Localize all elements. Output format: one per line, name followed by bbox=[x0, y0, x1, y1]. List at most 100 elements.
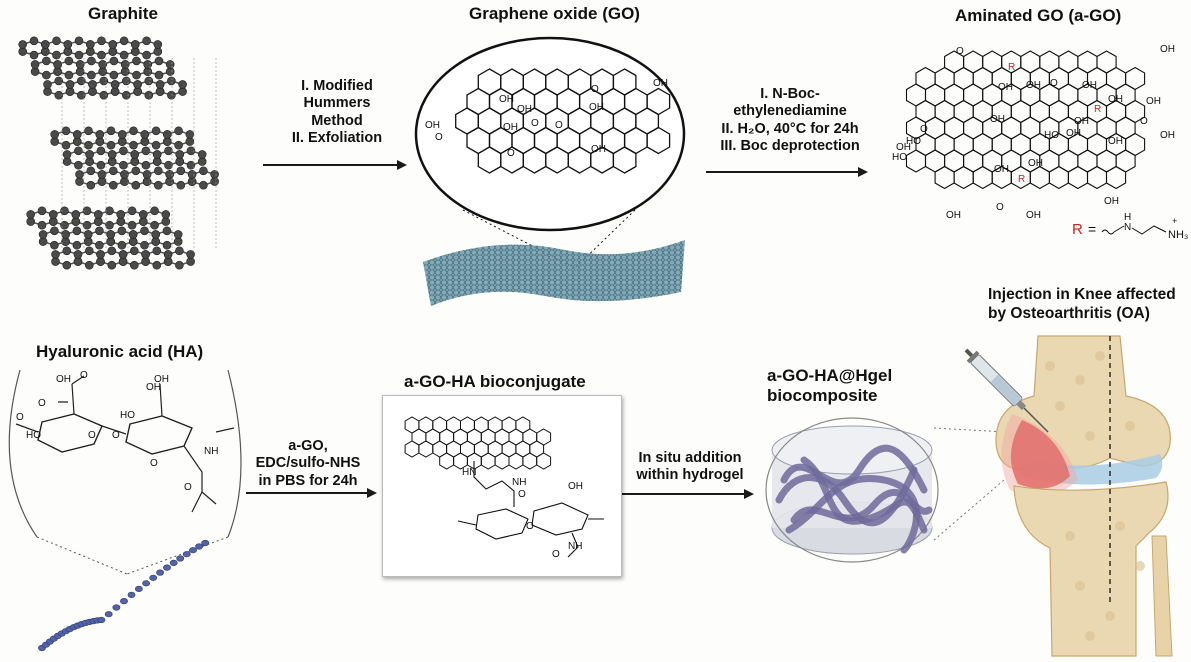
ha-bead bbox=[150, 575, 157, 581]
atom-label: HN bbox=[462, 467, 476, 478]
carbon-atom bbox=[107, 127, 115, 135]
carbon-atom bbox=[63, 247, 71, 255]
carbon-atom bbox=[75, 51, 83, 59]
carbon-atom bbox=[95, 241, 103, 249]
r-definition: R = N H NH₃ + bbox=[1070, 212, 1190, 252]
carbon-atom bbox=[87, 71, 95, 79]
carbon-atom bbox=[107, 230, 115, 238]
carbon-atom bbox=[139, 210, 147, 218]
carbon-atom bbox=[132, 181, 140, 189]
atom-label: NH bbox=[568, 541, 582, 552]
carbon-atom bbox=[131, 158, 139, 166]
carbon-atom bbox=[84, 238, 92, 246]
bone-pore bbox=[1095, 351, 1105, 361]
atom-label: O bbox=[1140, 116, 1148, 127]
ring bbox=[495, 453, 509, 469]
bone-pore bbox=[1075, 375, 1085, 385]
ring bbox=[1088, 167, 1107, 189]
carbon-atom bbox=[38, 207, 46, 215]
ha-bead bbox=[113, 605, 120, 611]
ha-bead bbox=[135, 586, 142, 592]
carbon-atom bbox=[167, 77, 175, 85]
carbon-atom bbox=[50, 241, 58, 249]
carbon-atom bbox=[41, 48, 49, 56]
zoom-line bbox=[127, 537, 228, 574]
carbon-atom bbox=[175, 127, 183, 135]
carbon-atom bbox=[119, 147, 127, 155]
carbon-atom bbox=[73, 130, 81, 138]
atom-label: OH bbox=[1066, 128, 1081, 139]
carbon-atom bbox=[142, 161, 150, 169]
carbon-atom bbox=[39, 230, 47, 238]
carbon-atom bbox=[111, 88, 119, 96]
conjugate-molecule: HNNHONHOOHO bbox=[405, 417, 604, 560]
carbon-atom bbox=[63, 158, 71, 166]
carbon-atom bbox=[167, 91, 175, 99]
atom-label: OH bbox=[591, 144, 606, 155]
carbon-atom bbox=[52, 250, 60, 258]
graphene-sheet bbox=[423, 240, 685, 306]
amine-h: H bbox=[1124, 212, 1131, 223]
carbon-atom bbox=[95, 227, 103, 235]
carbon-atom bbox=[53, 37, 61, 45]
carbon-atom bbox=[143, 37, 151, 45]
tibia bbox=[1014, 482, 1168, 656]
carbon-atom bbox=[89, 80, 97, 88]
ring bbox=[405, 441, 419, 457]
carbon-atom bbox=[177, 181, 185, 189]
carbon-atom bbox=[74, 258, 82, 266]
atom-label: O bbox=[1050, 78, 1058, 89]
carbon-atom bbox=[119, 258, 127, 266]
carbon-atom bbox=[121, 170, 129, 178]
ammonium: NH₃ bbox=[1168, 229, 1188, 241]
atom-label: O bbox=[518, 489, 526, 500]
ha-bead bbox=[128, 592, 135, 598]
atom-label: O bbox=[920, 124, 928, 135]
atom-label: OH bbox=[499, 94, 514, 105]
atom-label: OH bbox=[1074, 116, 1089, 127]
atom-label: OH bbox=[517, 104, 532, 115]
carbon-atom bbox=[122, 77, 130, 85]
atom-label: HO bbox=[906, 136, 921, 147]
carbon-atom bbox=[166, 60, 174, 68]
carbon-atom bbox=[188, 170, 196, 178]
carbon-atom bbox=[154, 167, 162, 175]
carbon-atom bbox=[62, 127, 70, 135]
ha-bead bbox=[105, 611, 112, 617]
carbon-atom bbox=[98, 51, 106, 59]
ring bbox=[973, 167, 992, 189]
ha-bead bbox=[120, 598, 127, 604]
carbon-atom bbox=[176, 150, 184, 158]
carbon-atom bbox=[130, 127, 138, 135]
carbon-atom bbox=[51, 130, 59, 138]
carbon-atom bbox=[117, 210, 125, 218]
carbon-atom bbox=[129, 230, 137, 238]
carbon-atom bbox=[139, 218, 147, 226]
carbon-atom bbox=[72, 210, 80, 218]
ha-bead bbox=[170, 560, 177, 566]
carbon-atom bbox=[131, 48, 139, 56]
carbon-atom bbox=[130, 141, 138, 149]
atom-label: O bbox=[16, 412, 24, 423]
ring bbox=[1030, 167, 1049, 189]
carbon-atom bbox=[152, 230, 160, 238]
carbon-atom bbox=[85, 261, 93, 269]
atom-label: OH bbox=[1160, 130, 1175, 141]
carbon-atom bbox=[73, 138, 81, 146]
carbon-atom bbox=[108, 247, 116, 255]
carbon-atom bbox=[98, 37, 106, 45]
bone-pore bbox=[1125, 421, 1135, 431]
carbon-atom bbox=[66, 80, 74, 88]
carbon-atom bbox=[85, 247, 93, 255]
carbon-atom bbox=[49, 218, 57, 226]
atom-label: O bbox=[956, 46, 964, 57]
carbon-atom bbox=[118, 130, 126, 138]
carbon-atom bbox=[151, 221, 159, 229]
carbon-atom bbox=[120, 37, 128, 45]
atom-label: OH bbox=[568, 481, 583, 492]
ring bbox=[1049, 167, 1068, 189]
carbon-atom bbox=[110, 57, 118, 65]
zoom-line bbox=[37, 537, 127, 574]
ha-bead bbox=[98, 617, 105, 623]
